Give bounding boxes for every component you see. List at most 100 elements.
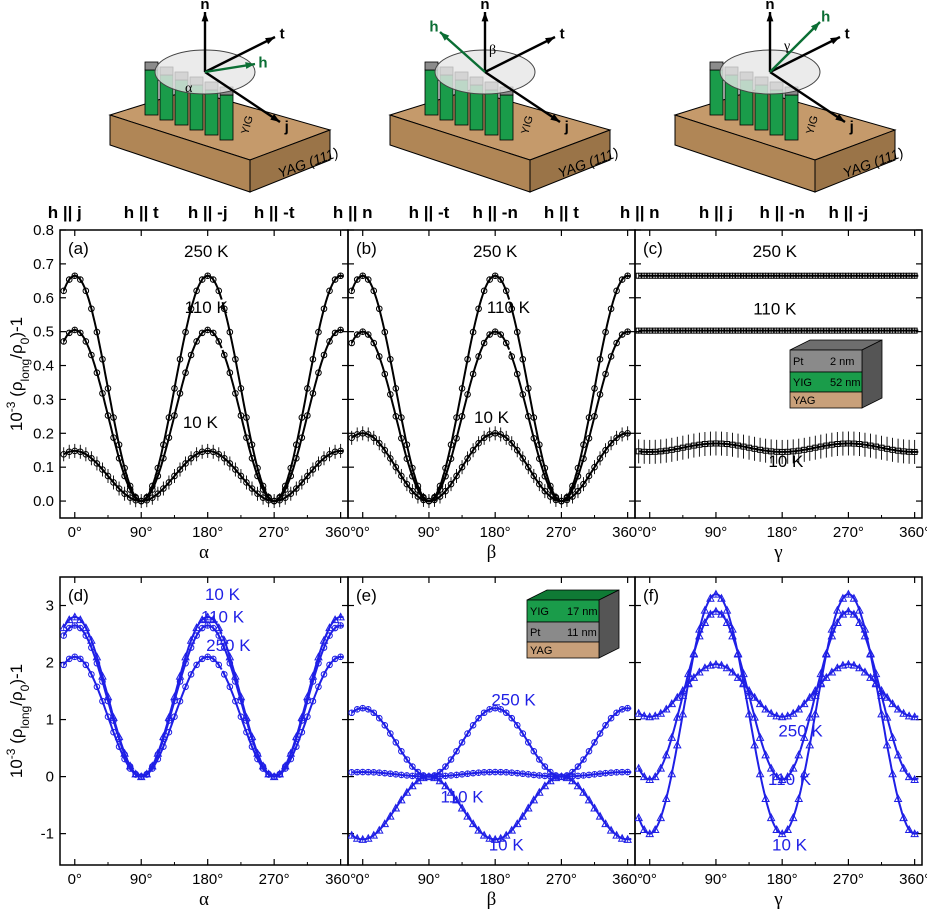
data-point: [613, 339, 620, 347]
data-point: [690, 442, 697, 449]
data-layer: [60, 272, 345, 509]
data-point: [337, 447, 344, 455]
data-point: [757, 446, 764, 453]
data-point: [695, 667, 704, 676]
data-point: [685, 327, 692, 334]
data-point: [795, 272, 802, 279]
data-point: [783, 824, 793, 834]
data-point: [254, 755, 261, 763]
y-tick-label: 0.3: [33, 391, 54, 408]
data-point: [882, 712, 892, 721]
header-label: h || -t: [409, 203, 450, 222]
data-point: [359, 272, 367, 280]
data-point: [795, 447, 802, 454]
data-point: [99, 697, 106, 705]
data-point: [353, 331, 361, 338]
data-point: [281, 765, 289, 772]
data-point: [93, 659, 101, 667]
x-tick-label: 180°: [192, 871, 223, 888]
header-label: h || -j: [829, 203, 869, 222]
data-point: [728, 631, 737, 640]
x-axis-title: γ: [773, 542, 782, 563]
data-point: [93, 369, 101, 377]
data-point: [766, 763, 776, 772]
data-point: [799, 699, 809, 708]
data-point: [88, 644, 95, 651]
data-point: [573, 781, 583, 790]
data-point: [326, 661, 333, 669]
x-tick-label: 90°: [130, 524, 153, 541]
data-point: [602, 721, 609, 729]
data-point: [740, 443, 747, 450]
data-point: [838, 660, 848, 669]
data-point: [232, 466, 239, 473]
series-label: 10 K: [474, 408, 510, 427]
data-point: [359, 328, 367, 335]
data-point: [750, 740, 759, 749]
data-point: [435, 776, 445, 785]
x-tick-label: 360°: [612, 871, 643, 888]
data-point: [706, 593, 715, 602]
n-axis-label: n: [200, 0, 209, 13]
data-point: [508, 353, 516, 360]
series-label: 250 K: [206, 636, 251, 655]
data-point: [635, 448, 642, 455]
x-tick-label: 360°: [899, 871, 927, 888]
data-point: [751, 327, 758, 334]
data-point: [635, 813, 644, 822]
data-point: [733, 672, 743, 681]
data-point: [265, 771, 272, 778]
data-point: [601, 819, 610, 828]
data-point: [646, 272, 653, 279]
header-label: h || n: [333, 203, 373, 222]
data-point: [348, 339, 355, 347]
header-label: h || -n: [472, 203, 517, 222]
data-point: [895, 327, 902, 334]
data-point: [232, 697, 239, 705]
data-point: [740, 327, 747, 334]
x-tick-label: 0°: [356, 524, 370, 541]
data-point: [856, 327, 863, 334]
data-point: [226, 328, 234, 336]
data-point: [750, 712, 759, 721]
data-point: [536, 441, 543, 449]
data-point: [160, 743, 167, 750]
data-point: [639, 824, 649, 834]
data-point: [375, 439, 383, 447]
data-point: [607, 305, 615, 313]
data-point: [154, 755, 162, 763]
data-point: [319, 635, 329, 644]
plot-frame: [634, 229, 923, 519]
fit-line: [62, 655, 223, 778]
data-point: [381, 370, 389, 378]
data-point: [602, 370, 609, 378]
data-point: [475, 353, 482, 360]
data-point: [104, 385, 112, 392]
data-point: [816, 679, 826, 688]
data-point: [259, 765, 267, 772]
data-point: [834, 272, 841, 279]
data-point: [635, 708, 644, 717]
data-point: [519, 355, 527, 363]
angle-label: γ: [783, 39, 790, 54]
y-axis-title: 10-3 (ρlong/ρ0)-1: [4, 664, 32, 778]
data-point: [678, 685, 688, 694]
data-point: [99, 355, 106, 363]
x-tick-label: 180°: [480, 524, 511, 541]
data-point: [689, 672, 699, 681]
data-point: [641, 448, 648, 455]
fit-line: [350, 274, 511, 502]
data-point: [187, 305, 195, 313]
data-point: [784, 327, 791, 334]
t-axis-label: t: [280, 25, 285, 42]
data-point: [746, 444, 753, 451]
data-point: [568, 776, 577, 785]
data-point: [337, 653, 344, 661]
data-point: [877, 709, 886, 718]
data-point: [635, 272, 642, 279]
data-point: [801, 446, 808, 453]
data-point: [723, 272, 730, 279]
data-point: [176, 466, 184, 473]
x-tick-label: 0°: [68, 524, 82, 541]
data-point: [823, 442, 830, 449]
